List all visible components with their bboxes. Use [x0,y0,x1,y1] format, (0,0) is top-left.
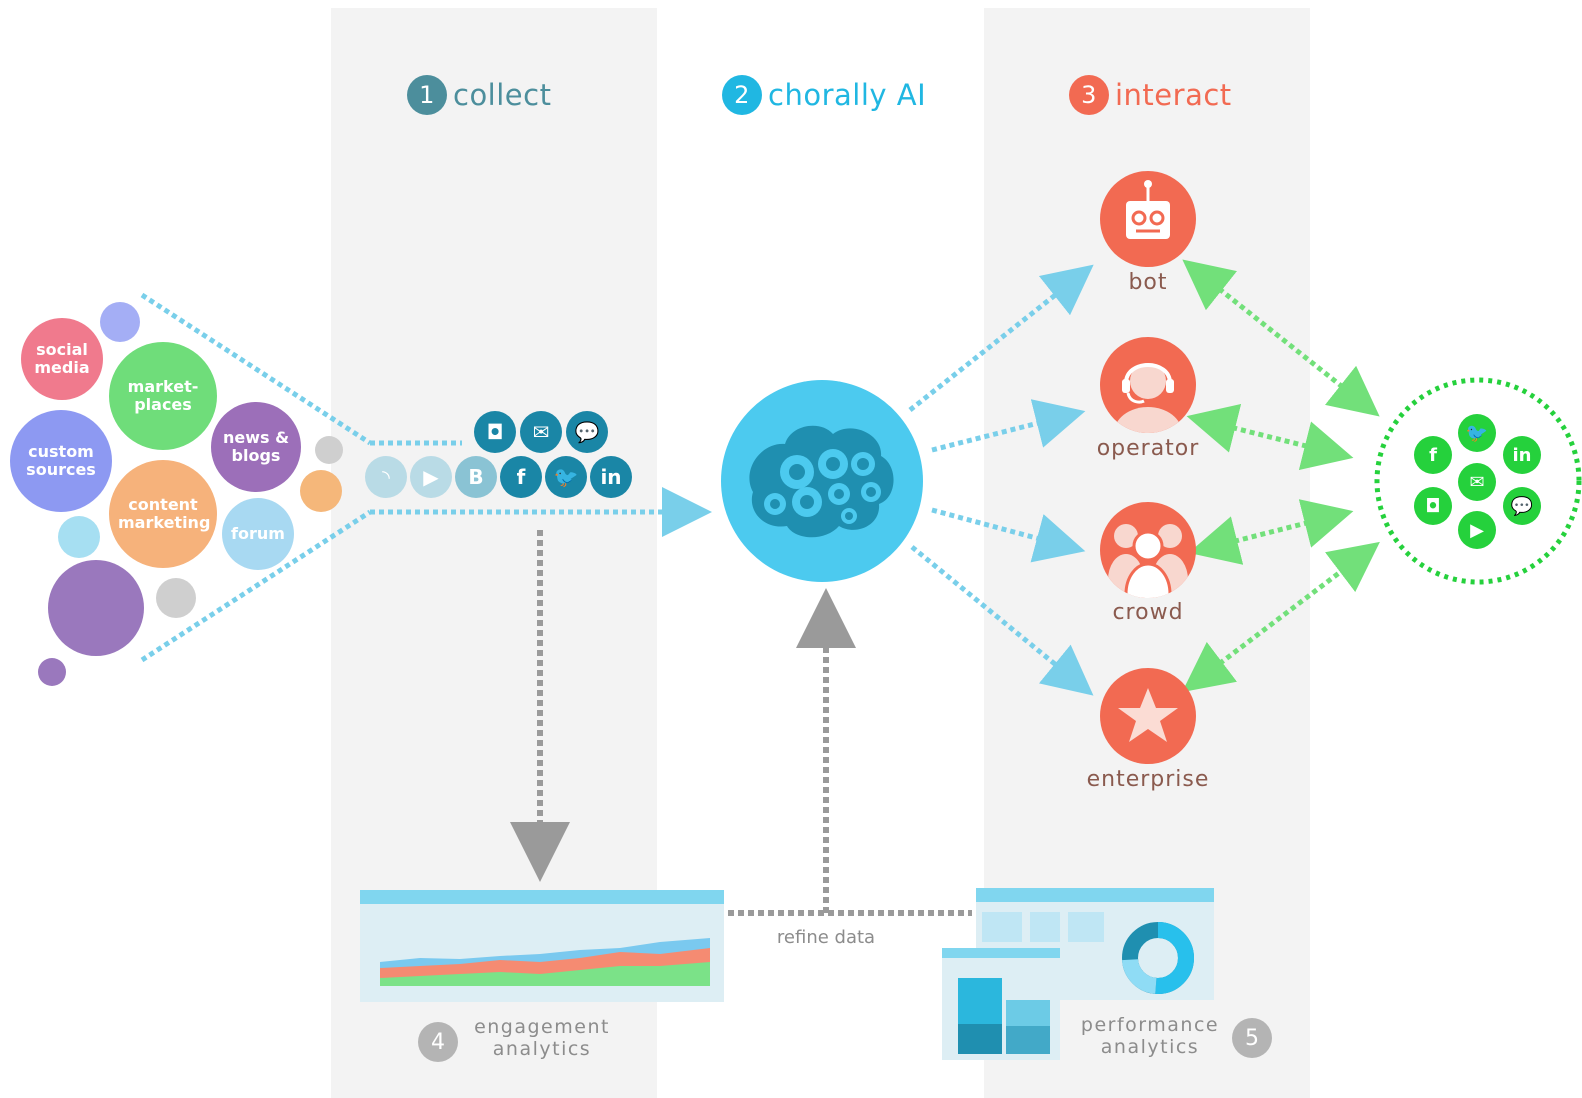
ai-to-operator-arrow [931,399,1086,453]
step-chorally-ai: 2 chorally AI [722,75,926,115]
card-header-bar [942,948,1060,958]
robot-icon [1126,180,1170,239]
twitter-icon: 🐦 [1458,414,1496,452]
enterprise-label: enterprise [1086,767,1210,792]
chorally-ai-brain [721,380,923,582]
bubble-custom-sources: custom sources [10,410,112,512]
bubble-news-blogs: news & blogs [211,402,301,492]
funnel-bottom-line [140,509,372,663]
engagement-label-line1: engagement [474,1016,610,1038]
bubble-deco [315,436,343,464]
agent-operator [1100,337,1196,433]
linkedin-icon: in [1503,436,1541,474]
engagement-step-number: 4 [418,1022,458,1062]
step-label: interact [1115,78,1232,112]
performance-step-number: 5 [1232,1018,1272,1058]
refine-data-label: refine data [776,927,876,948]
step-interact: 3 interact [1069,75,1232,115]
ai-to-crowd-arrow [931,507,1086,563]
channels-ring [1374,377,1582,585]
agent-enterprise [1100,668,1196,764]
bubble-deco [156,578,196,618]
bot-label: bot [1128,270,1168,295]
instagram-icon: ◘ [1414,487,1452,525]
email-icon: ✉ [1458,463,1496,501]
bubble-content-marketing: content marketing [109,460,217,568]
step-number: 2 [722,75,762,115]
headset-person-icon [1114,363,1182,433]
engagement-label: engagement analytics [462,1016,622,1060]
instagram-icon: ◘ [474,411,516,453]
star-icon [1118,688,1178,742]
engagement-analytics-card [360,890,724,1002]
email-icon: ✉ [520,411,562,453]
crowd-icon [1108,524,1188,598]
blogger-icon: B [455,456,497,498]
twitter-icon: 🐦 [545,456,587,498]
enterprise-channels-arrow [1182,541,1380,693]
bubble-deco [300,470,342,512]
step-number: 1 [407,75,447,115]
ai-to-bot-arrow [908,264,1094,412]
bubble-social-media: social media [21,318,103,400]
bubble-marketplaces: market- places [109,342,217,450]
performance-label: performance analytics [1070,1014,1230,1058]
operator-channels-arrow [1186,404,1354,470]
performance-label-line2: analytics [1100,1036,1200,1058]
bubble-deco [48,560,144,656]
chat-icon: 💬 [566,411,608,453]
youtube-icon: ▶ [410,456,452,498]
agent-bot [1100,171,1196,267]
step-label: collect [453,78,552,112]
facebook-icon: f [500,456,542,498]
performance-bar-card [942,948,1060,1060]
funnel-top-line [140,292,372,446]
card-header-bar [976,888,1214,902]
bubble-forum: forum [222,498,294,570]
card-header-bar [360,890,724,904]
gears-icon [749,425,894,538]
step-number: 3 [1069,75,1109,115]
bubble-deco [38,658,66,686]
chat-icon: 💬 [1503,487,1541,525]
bubble-deco [58,516,100,558]
crowd-label: crowd [1112,600,1184,625]
youtube-icon: ▶ [1458,511,1496,549]
donut-chart-graphic [1122,922,1194,994]
operator-label: operator [1096,436,1200,461]
step-label: chorally AI [768,78,927,112]
engagement-label-line2: analytics [492,1038,592,1060]
performance-label-line1: performance [1080,1014,1220,1036]
crowd-channels-arrow [1188,499,1354,565]
area-chart-graphic [380,938,710,986]
step-collect: 1 collect [407,75,551,115]
bubble-deco [100,302,140,342]
rss-icon: ◝ [365,456,407,498]
linkedin-icon: in [590,456,632,498]
facebook-icon: f [1414,436,1452,474]
agent-crowd [1100,502,1196,598]
